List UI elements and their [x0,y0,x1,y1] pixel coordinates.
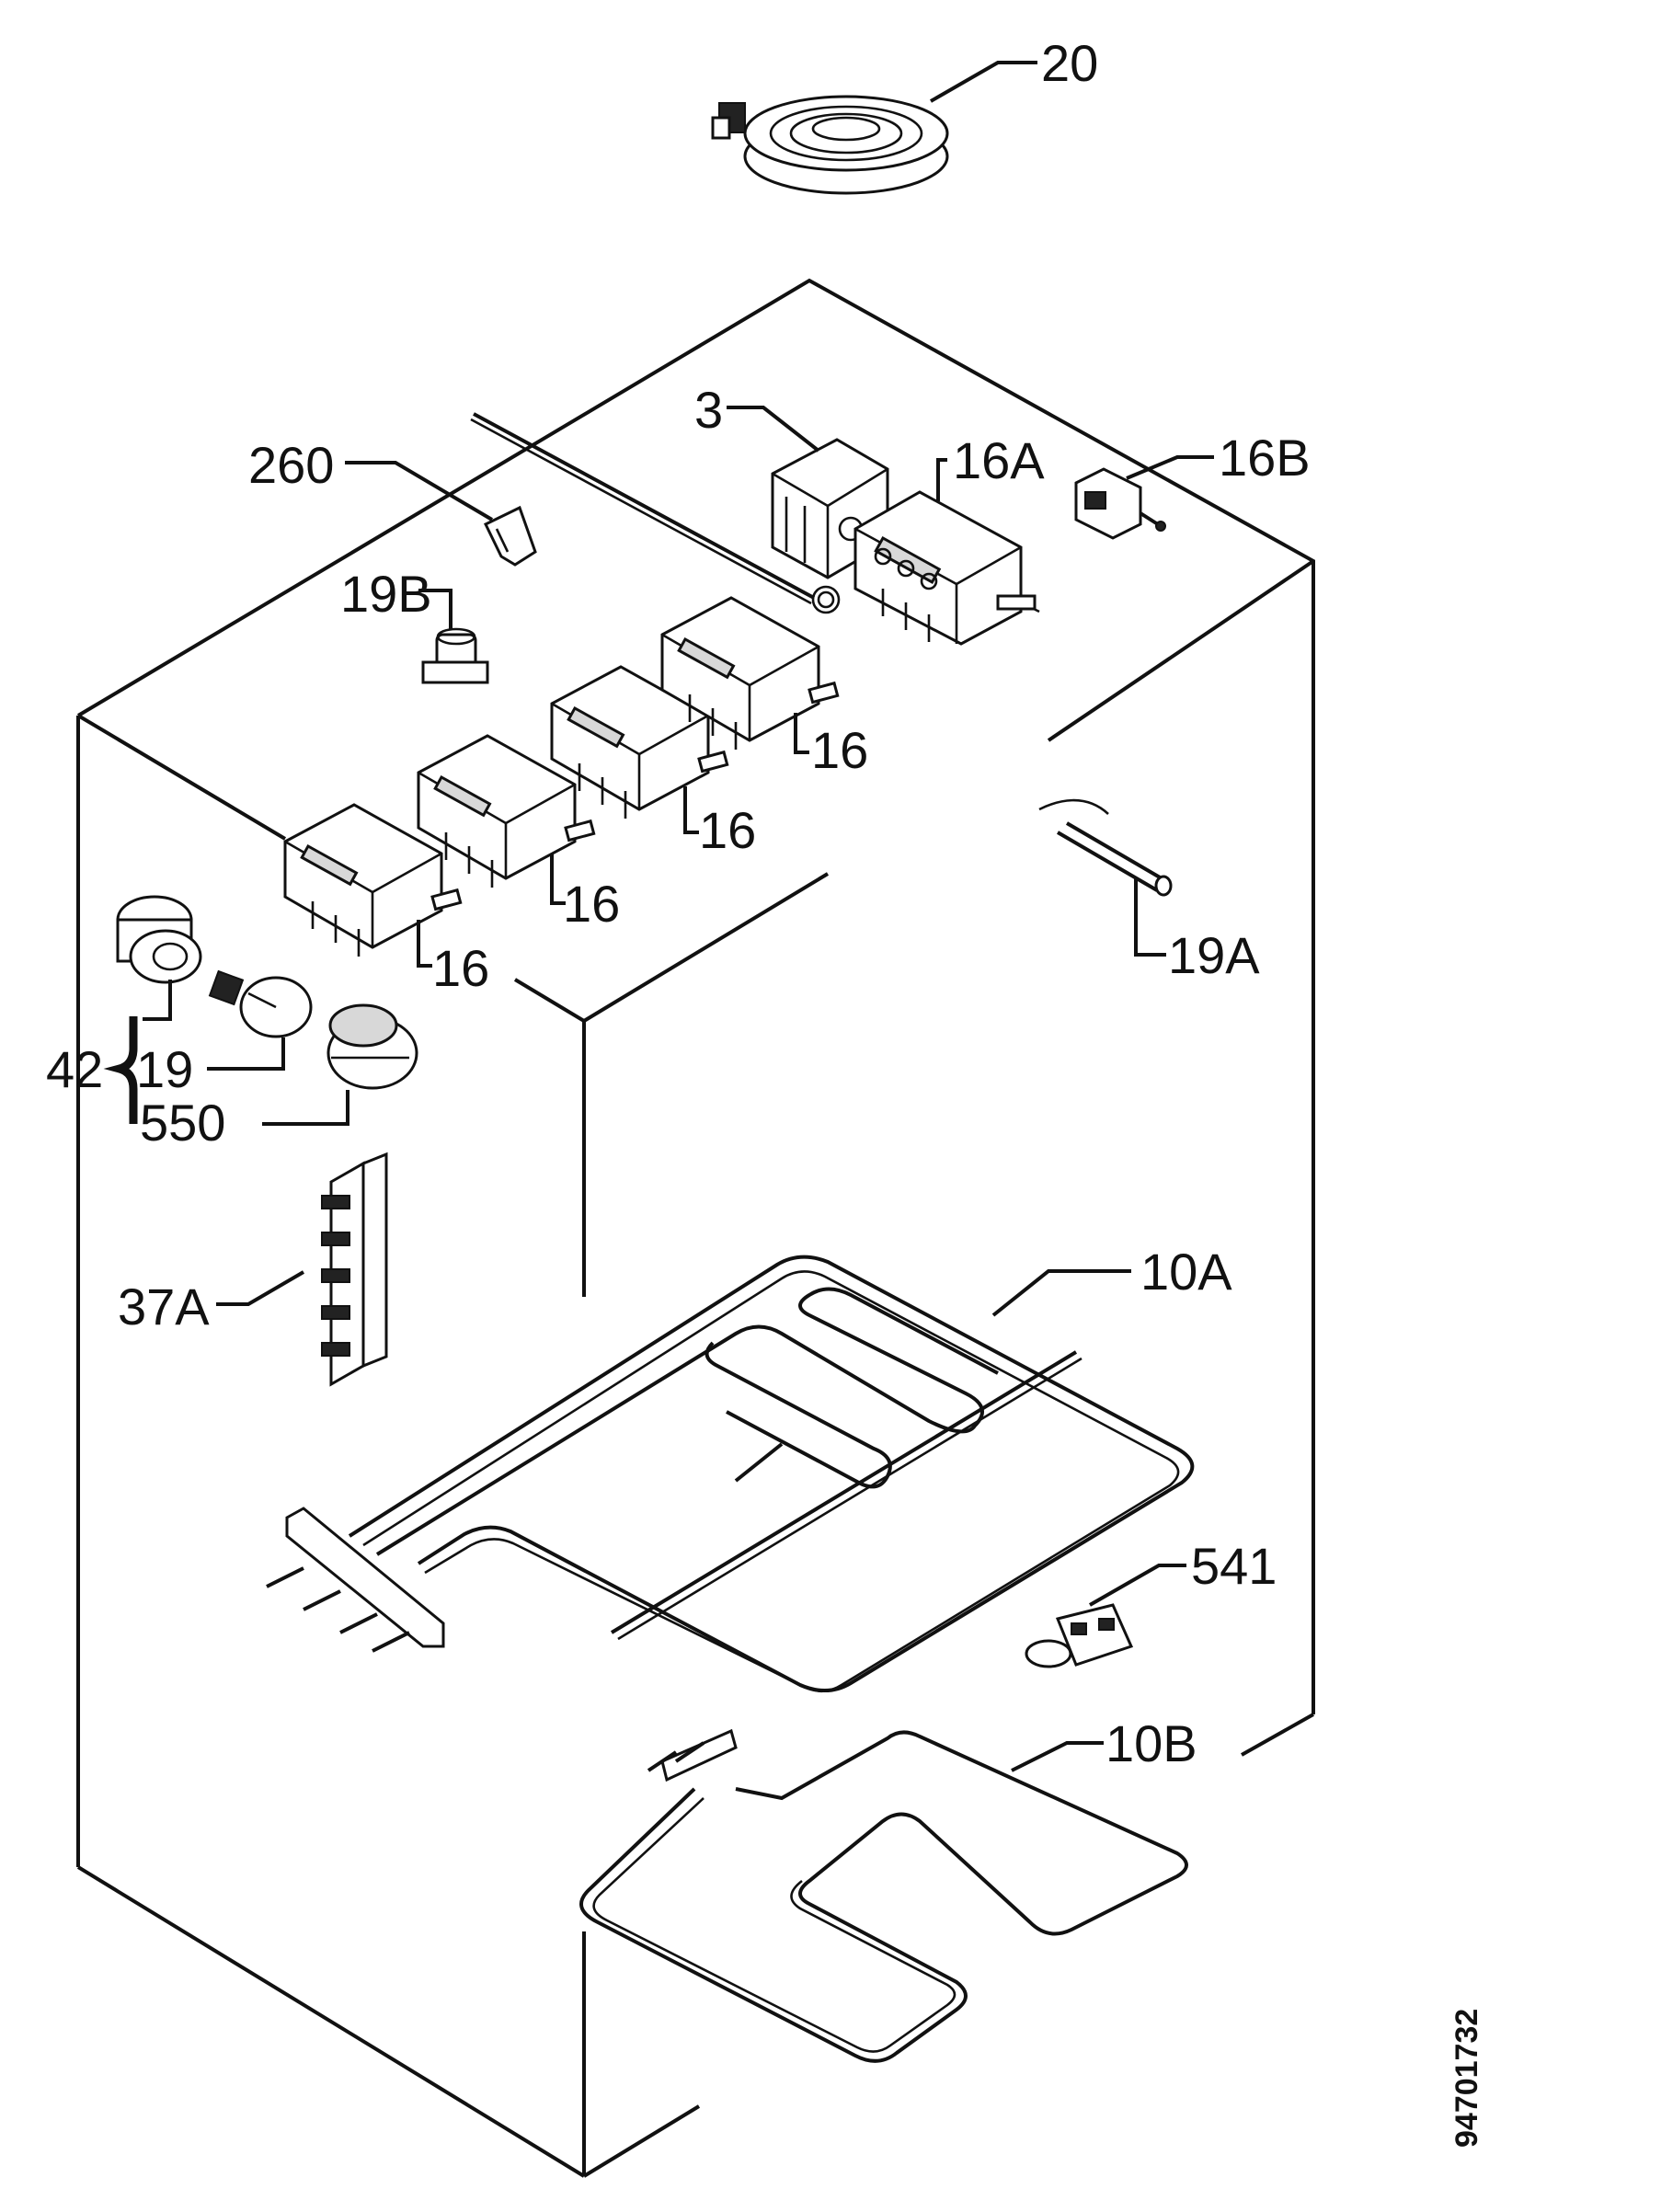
callout-16-2: 16 [563,875,620,933]
oven-cabinet-outline [76,278,1315,2178]
document-number: 94701732 [1449,2009,1484,2148]
callout-16a: 16A [953,431,1045,489]
callout-3: 3 [694,381,723,439]
lamp-group-brace [103,1016,138,1124]
lamp-bulb-19 [207,969,313,1071]
callout-19b: 19B [340,565,432,623]
callout-16-1: 16 [432,939,489,997]
callout-10a: 10A [1140,1243,1232,1301]
callout-541: 541 [1191,1537,1277,1595]
switch-16a [853,458,1040,646]
callout-260: 260 [248,436,334,494]
lamp-holder [116,895,202,1021]
lamp-switch-19b [418,589,489,684]
callout-550: 550 [140,1094,225,1152]
terminal-block-37a [216,1152,388,1387]
hotplate-20 [711,61,1037,195]
callout-37a: 37A [118,1278,210,1335]
capillary-rod [470,412,841,614]
selector-switch-3 [550,665,729,834]
lamp-cover-550 [262,1003,418,1126]
callout-19a: 19A [1168,926,1260,984]
bracket-541 [1025,1564,1186,1668]
callout-20: 20 [1041,34,1098,92]
callout-19: 19 [136,1040,193,1098]
callout-10b: 10B [1105,1714,1197,1772]
callout-16-3: 16 [699,801,756,859]
top-heating-element-10a [266,1255,1195,1693]
callout-16b: 16B [1219,429,1311,487]
probe-19a [1038,798,1173,957]
bottom-heating-element-10b [579,1728,1188,2063]
selector-switch-2 [417,734,596,905]
clip-260 [345,461,537,567]
selector-switch-1 [283,803,463,968]
push-switch-16b [1074,455,1214,540]
callout-16-4: 16 [811,721,868,779]
selector-switch-4 [660,596,840,754]
callout-42: 42 [46,1040,103,1098]
